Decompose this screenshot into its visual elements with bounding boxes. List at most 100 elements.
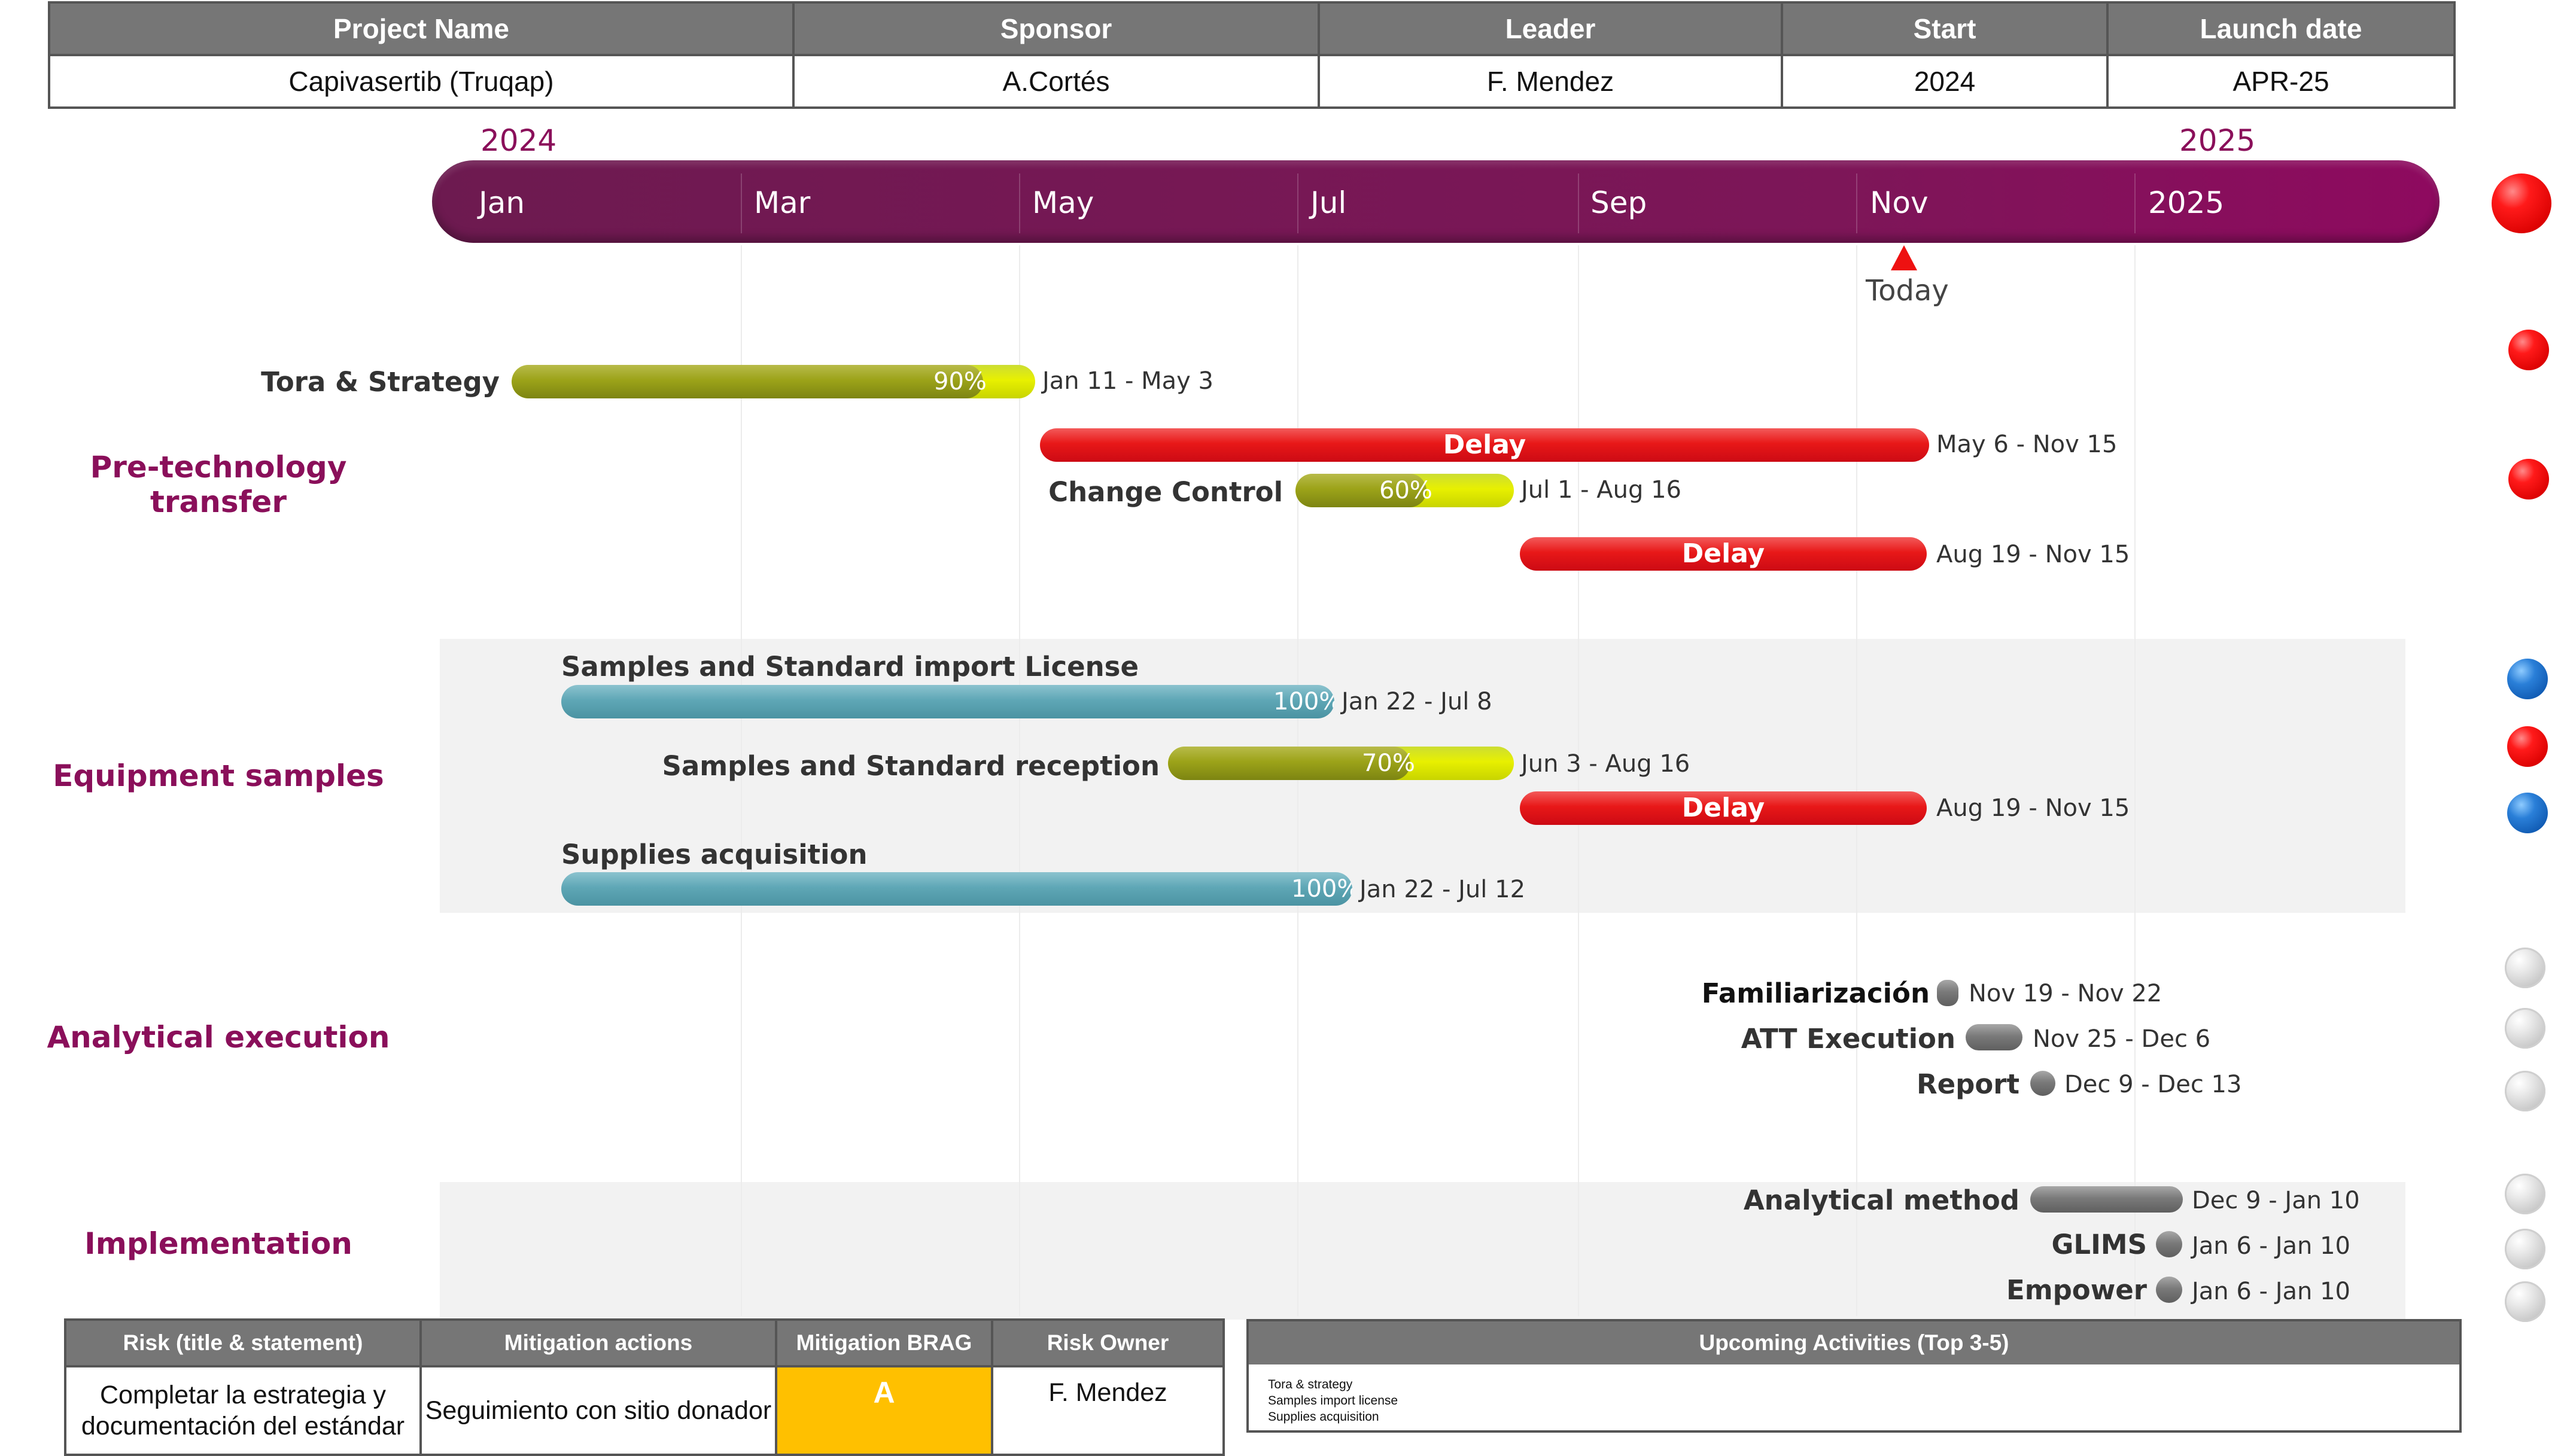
task-dates-supplies: Jan 22 - Jul 12 <box>1359 876 1526 903</box>
project-name-value: Capivasertib (Truqap) <box>48 54 795 109</box>
progress-label: 70% <box>1362 750 1415 777</box>
delay-label: Delay <box>1681 793 1765 823</box>
month-separator <box>741 173 742 233</box>
task-bar-report[interactable] <box>2030 1071 2055 1096</box>
today-marker-icon <box>1891 245 1917 270</box>
task-name-tora-strategy: Tora & Strategy <box>261 366 500 398</box>
year-start-label: 2024 <box>480 123 557 158</box>
task-dates-analytical-method: Dec 9 - Jan 10 <box>2192 1187 2360 1214</box>
task-dates-delay: Aug 19 - Nov 15 <box>1936 541 2130 568</box>
brag-status-badge: A <box>775 1365 993 1456</box>
today-label: Today <box>1866 274 1949 307</box>
task-name-import-license: Samples and Standard import License <box>561 651 1139 683</box>
month-may: May <box>1032 185 1094 220</box>
task-dates-report: Dec 9 - Dec 13 <box>2064 1071 2242 1098</box>
task-bar-familiarizacion[interactable] <box>1937 980 1958 1006</box>
month-separator <box>1019 173 1020 233</box>
month-nov: Nov <box>1870 185 1929 220</box>
task-bar-delay[interactable]: Delay <box>1520 791 1927 825</box>
progress-label: 100% <box>1273 688 1334 715</box>
month-2025: 2025 <box>2148 185 2225 220</box>
section-implementation: Implementation <box>84 1226 352 1261</box>
progress-label: 60% <box>1379 477 1432 504</box>
upcoming-activities-panel: Upcoming Activities (Top 3-5) Tora & str… <box>1246 1319 2462 1433</box>
progress-label: 90% <box>933 368 987 395</box>
gridline-may <box>1019 245 1020 1316</box>
status-dot-red-icon <box>2492 173 2551 233</box>
gridline-sep <box>1578 245 1579 1316</box>
task-bar-analytical-method[interactable] <box>2030 1186 2183 1213</box>
upcoming-item: Samples import license <box>1268 1394 1398 1408</box>
task-dates-delay: Aug 19 - Nov 15 <box>1936 794 2130 822</box>
task-bar-delay[interactable]: Delay <box>1040 428 1929 462</box>
task-bar-import-license[interactable]: 100% <box>561 685 1334 718</box>
task-dates-empower: Jan 6 - Jan 10 <box>2192 1278 2350 1305</box>
task-name-report: Report <box>1916 1068 2019 1100</box>
risk-col-brag: Mitigation BRAG <box>775 1318 993 1367</box>
risk-statement: Completar la estrategia y documentación … <box>64 1365 422 1456</box>
task-name-empower: Empower <box>2006 1274 2147 1306</box>
status-dot-red-icon <box>2507 726 2548 767</box>
gridline-2025 <box>2134 245 2136 1316</box>
status-dot-grey-icon <box>2505 1174 2545 1214</box>
month-separator <box>1297 173 1298 233</box>
delay-label: Delay <box>1443 430 1526 460</box>
status-dot-grey-icon <box>2505 948 2545 988</box>
progress-fill <box>512 365 983 398</box>
month-separator <box>1578 173 1579 233</box>
section-equipment-samples: Equipment samples <box>53 759 384 793</box>
upcoming-activities-title: Upcoming Activities (Top 3-5) <box>1249 1321 2459 1364</box>
header-col-leader: Leader <box>1318 1 1783 56</box>
risk-col-mitigation: Mitigation actions <box>419 1318 777 1367</box>
section-pre-technology-transfer: Pre-technology transfer <box>90 450 347 519</box>
task-bar-supplies[interactable]: 100% <box>561 872 1352 906</box>
gridline-nov <box>1856 245 1857 1316</box>
task-name-att-execution: ATT Execution <box>1741 1023 1955 1055</box>
risk-owner: F. Mendez <box>991 1365 1225 1456</box>
header-col-launch-date: Launch date <box>2106 1 2456 56</box>
task-dates-familiarizacion: Nov 19 - Nov 22 <box>1969 980 2162 1007</box>
timeline-bar <box>432 160 2440 243</box>
upcoming-activities-list: Tora & strategy Samples import license S… <box>1249 1364 2459 1425</box>
month-jan: Jan <box>479 185 525 220</box>
task-dates-glims: Jan 6 - Jan 10 <box>2192 1232 2350 1260</box>
task-bar-reception[interactable]: 70% <box>1168 747 1514 780</box>
status-dot-grey-icon <box>2505 1229 2545 1269</box>
task-name-familiarizacion: Familiarización <box>1701 977 1930 1009</box>
progress-fill <box>1295 474 1427 507</box>
progress-fill <box>1168 747 1410 780</box>
upcoming-item: Supplies acquisition <box>1268 1410 1379 1424</box>
section-analytical-execution: Analytical execution <box>47 1020 390 1055</box>
status-dot-red-icon <box>2508 330 2549 370</box>
month-separator <box>1856 173 1857 233</box>
year-end-label: 2025 <box>2179 123 2256 158</box>
task-bar-att-execution[interactable] <box>1966 1024 2022 1050</box>
status-dot-grey-icon <box>2505 1071 2545 1111</box>
task-bar-empower[interactable] <box>2156 1277 2182 1303</box>
month-mar: Mar <box>754 185 811 220</box>
task-dates-delay: May 6 - Nov 15 <box>1936 431 2118 458</box>
task-bar-glims[interactable] <box>2156 1231 2182 1257</box>
status-dot-blue-icon <box>2507 659 2548 699</box>
progress-label: 100% <box>1291 875 1352 903</box>
task-dates-import-license: Jan 22 - Jul 8 <box>1342 688 1492 715</box>
task-dates-tora-strategy: Jan 11 - May 3 <box>1042 367 1213 395</box>
task-bar-tora-strategy[interactable]: 90% <box>512 365 1035 398</box>
delay-label: Delay <box>1681 538 1765 569</box>
task-name-glims: GLIMS <box>2051 1229 2147 1260</box>
start-value: 2024 <box>1781 54 2109 109</box>
status-dot-blue-icon <box>2507 793 2548 833</box>
task-name-reception: Samples and Standard reception <box>662 750 1160 782</box>
task-dates-change-control: Jul 1 - Aug 16 <box>1521 476 1682 504</box>
status-dot-red-icon <box>2508 459 2549 499</box>
mitigation-action: Seguimiento con sitio donador <box>419 1365 777 1456</box>
task-bar-delay[interactable]: Delay <box>1520 537 1927 571</box>
header-col-sponsor: Sponsor <box>792 1 1320 56</box>
month-jul: Jul <box>1310 185 1347 220</box>
month-sep: Sep <box>1590 185 1647 220</box>
task-name-analytical-method: Analytical method <box>1743 1184 2019 1216</box>
task-bar-change-control[interactable]: 60% <box>1295 474 1514 507</box>
sponsor-value: A.Cortés <box>792 54 1320 109</box>
risk-col-risk: Risk (title & statement) <box>64 1318 422 1367</box>
risk-col-owner: Risk Owner <box>991 1318 1225 1367</box>
